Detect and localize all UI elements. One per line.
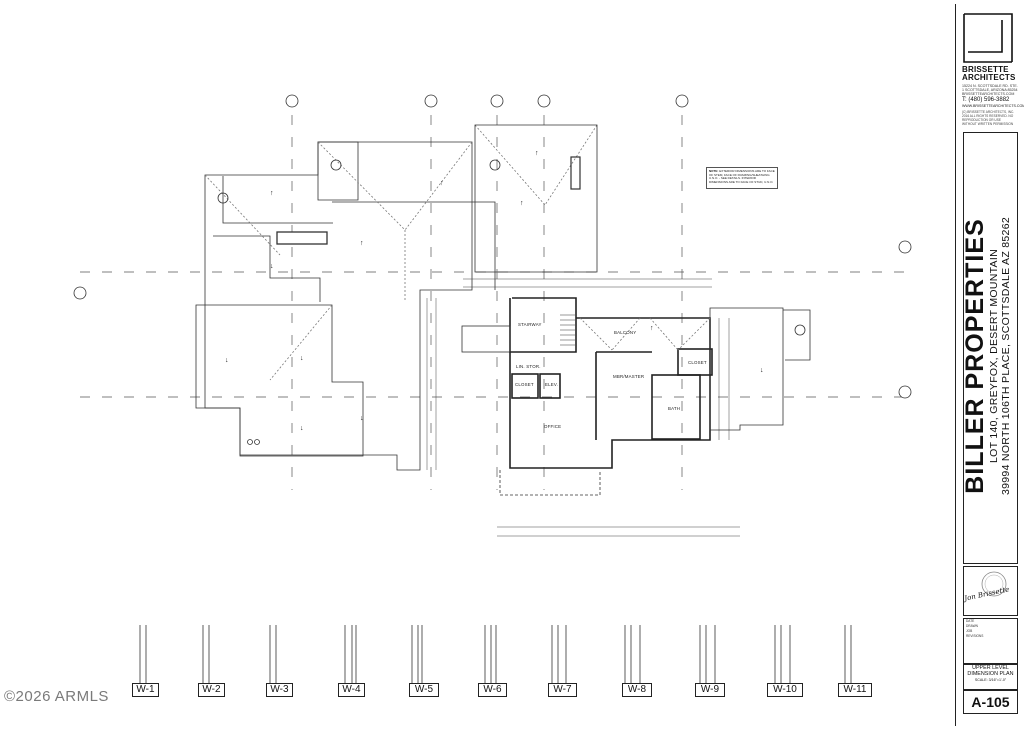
project-title-box: [963, 132, 1018, 564]
room-office: OFFICE: [544, 424, 562, 429]
wall-type-w8: W-8: [622, 683, 652, 697]
sheet-title: UPPER LEVEL DIMENSION PLAN SCALE: 3/16"=…: [963, 664, 1018, 690]
firm-address: 15224 N. SCOTTSDALE RD. STE. 1 SCOTTSDAL…: [962, 84, 1018, 97]
svg-text:↑: ↑: [440, 180, 444, 187]
sheet-info: DATE DRAWN JOB REVISIONS: [963, 618, 1018, 664]
sheet-number: A-105: [963, 690, 1018, 714]
svg-text:↑: ↑: [360, 240, 364, 247]
svg-text:↑: ↑: [650, 325, 654, 332]
watermark: ©2026 ARMLS: [4, 688, 109, 705]
title-block: [955, 4, 1020, 726]
sheet-title-line2: DIMENSION PLAN: [967, 671, 1014, 677]
info-job: JOB: [966, 629, 973, 633]
wall-type-w2: W-2: [198, 683, 225, 697]
room-balcony: BALCONY: [614, 330, 637, 335]
svg-text:↓: ↓: [225, 357, 229, 364]
wall-type-w11: W-11: [838, 683, 872, 697]
svg-text:↓: ↓: [270, 263, 274, 270]
copyright-note: (C) BRISSETTE ARCHITECTS, INC. 2016 ALL …: [962, 110, 1015, 126]
wall-type-w1: W-1: [132, 683, 159, 697]
svg-text:↓: ↓: [300, 355, 304, 362]
seal-circle-icon: [981, 571, 1007, 597]
room-elev: ELEV.: [545, 382, 559, 387]
architect-seal: [963, 566, 1018, 616]
project-title-block: BILLER PROPERTIES LOT 140, GREYFOX, DESE…: [961, 146, 1012, 566]
svg-text:↑: ↑: [535, 150, 539, 157]
sheet-title-line1: UPPER LEVEL: [972, 665, 1009, 671]
info-drawn: DRAWN: [966, 624, 978, 628]
svg-text:↓: ↓: [300, 425, 304, 432]
project-address: 39994 NORTH 106TH PLACE, SCOTTSDALE AZ 8…: [1000, 217, 1012, 495]
project-title: BILLER PROPERTIES: [961, 218, 989, 494]
room-bath: BATH: [668, 406, 681, 411]
firm-name-line2: ARCHITECTS: [962, 73, 1016, 82]
wall-type-w6: W-6: [478, 683, 507, 697]
room-stairway: STAIRWAY: [518, 322, 542, 327]
room-master: MBR/MASTER: [613, 374, 645, 379]
info-date: DATE: [966, 619, 975, 623]
note-heading: NOTE:: [709, 169, 719, 173]
project-lot: LOT 140, GREYFOX, DESERT MOUNTAIN: [988, 249, 1000, 463]
note-body: EXTERIOR DIMENSIONS ARE TO FACE OF STEM,…: [709, 169, 775, 184]
wall-type-w10: W-10: [767, 683, 803, 697]
svg-text:↓: ↓: [760, 367, 764, 374]
wall-type-w7: W-7: [548, 683, 577, 697]
svg-text:↑: ↑: [520, 200, 524, 207]
room-closet-left: CLOSET: [515, 382, 534, 387]
firm-phone: T: (480) 596-3882 WWW.BRISSETTEARCHITECT…: [962, 97, 1024, 108]
firm-name-line1: BRISSETTE: [962, 65, 1009, 74]
wall-type-w5: W-5: [409, 683, 439, 697]
wall-type-w4: W-4: [338, 683, 365, 697]
wall-type-w9: W-9: [695, 683, 725, 697]
room-closet-right: CLOSET: [688, 360, 707, 365]
firm-web: WWW.BRISSETTEARCHITECTS.COM: [962, 104, 1024, 108]
firm-logo-icon: [962, 12, 1014, 64]
firm-name: BRISSETTE ARCHITECTS: [962, 66, 1018, 82]
wall-type-w3: W-3: [266, 683, 293, 697]
svg-text:↑: ↑: [270, 190, 274, 197]
info-revisions: REVISIONS: [966, 634, 984, 638]
svg-text:↓: ↓: [360, 415, 364, 422]
room-lin-stor: LIN. STOR.: [516, 364, 541, 369]
firm-phone-number: T: (480) 596-3882: [962, 97, 1010, 103]
sheet-scale: SCALE: 3/16"=1'-0": [974, 678, 1007, 682]
general-note: NOTE: EXTERIOR DIMENSIONS ARE TO FACE OF…: [706, 167, 778, 189]
